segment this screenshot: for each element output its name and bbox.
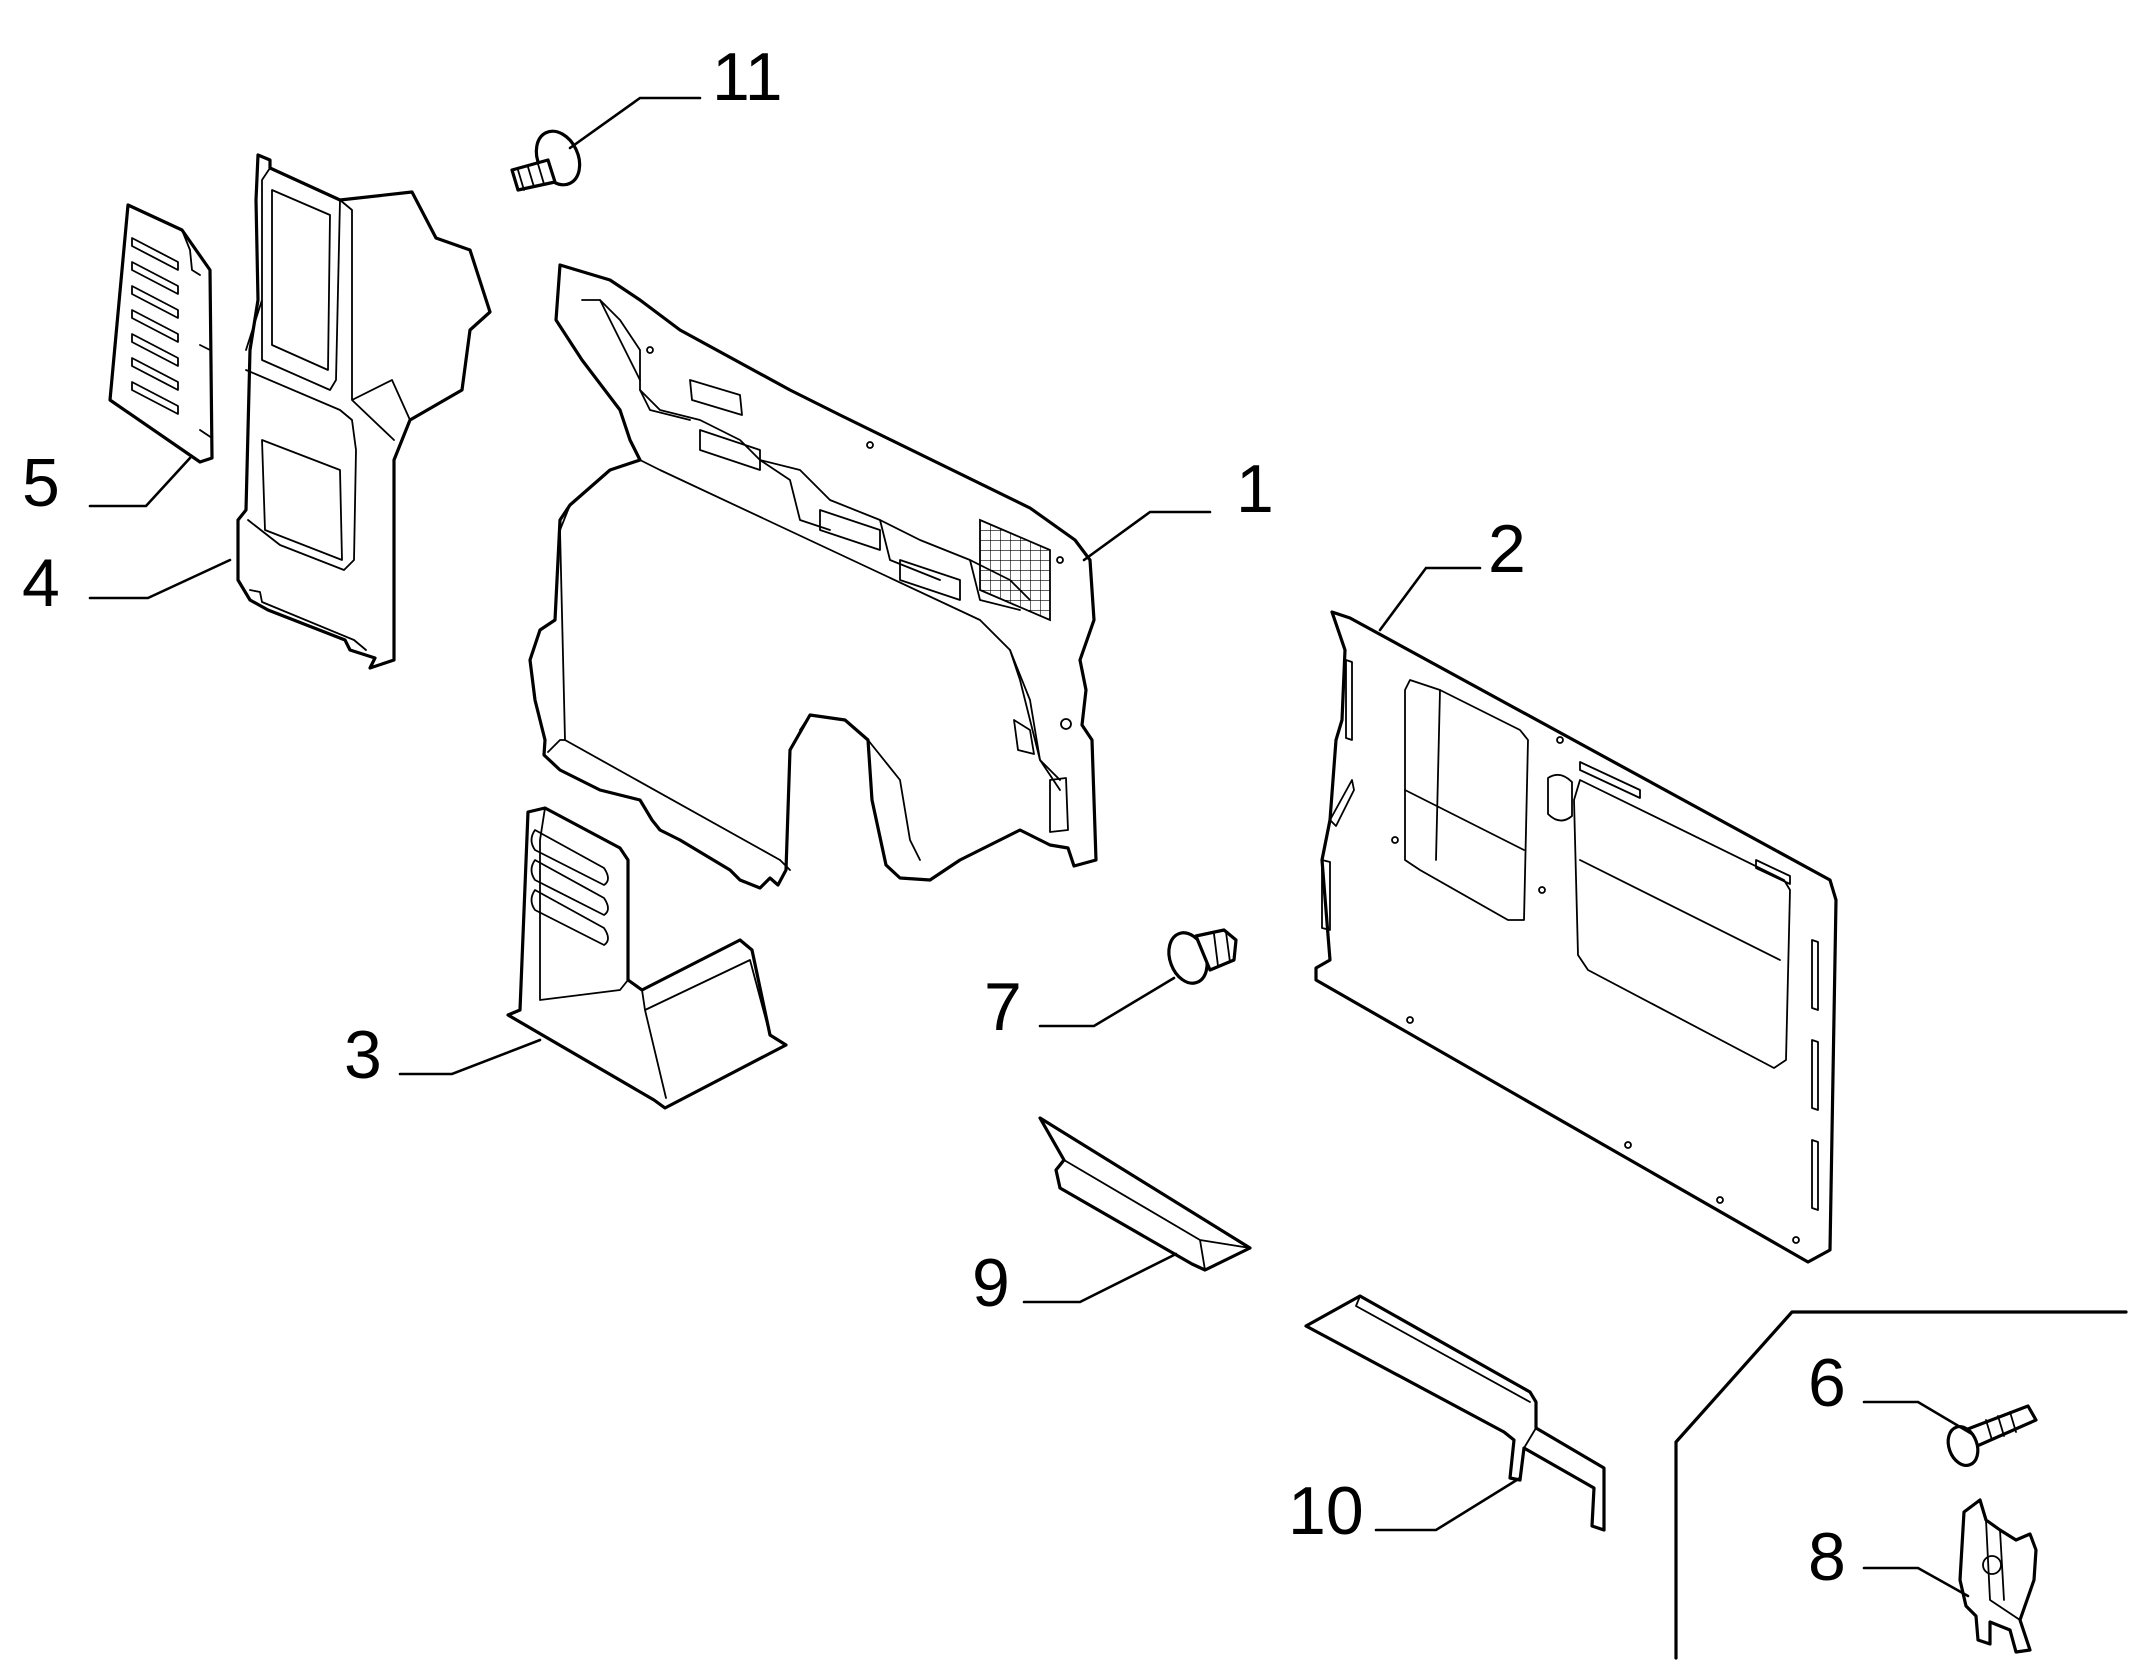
leader-1 — [1082, 510, 1212, 562]
callout-4: 4 — [22, 545, 60, 621]
leader-9 — [1022, 1252, 1178, 1304]
leader-10 — [1374, 1476, 1522, 1532]
callout-5: 5 — [22, 445, 60, 521]
callout-8: 8 — [1808, 1519, 1846, 1595]
callout-1: 1 — [1236, 451, 1274, 527]
callout-11: 11 — [712, 39, 783, 115]
leader-3 — [398, 1038, 542, 1076]
leader-4 — [88, 558, 232, 600]
callout-2: 2 — [1488, 511, 1526, 587]
callout-6: 6 — [1808, 1345, 1846, 1421]
part-4-pillar-trim[interactable] — [236, 153, 492, 670]
callout-10: 10 — [1288, 1473, 1364, 1549]
part-2-large-side-panel[interactable] — [1314, 610, 1838, 1264]
leader-7 — [1038, 976, 1176, 1028]
inset-frame — [1674, 1310, 2128, 1660]
leader-2 — [1378, 566, 1482, 632]
callout-9: 9 — [972, 1245, 1010, 1321]
part-8-bracket[interactable] — [1958, 1498, 2038, 1654]
part-6-bolt[interactable] — [1943, 1404, 2038, 1470]
grille-slats — [131, 237, 179, 415]
part-3-wheelarch-cover[interactable] — [506, 806, 788, 1110]
callout-3: 3 — [344, 1017, 382, 1093]
callout-7: 7 — [984, 969, 1022, 1045]
leader-11 — [568, 96, 702, 150]
part-9-sill-strip[interactable] — [1038, 1116, 1252, 1272]
leader-5 — [88, 456, 192, 508]
leader-8 — [1862, 1566, 1970, 1598]
part-1-side-panel[interactable] — [528, 263, 1098, 890]
part-5-vent-grille[interactable] — [108, 203, 214, 464]
callout-labels: 11 1 2 5 4 3 7 9 10 6 8 — [22, 39, 1846, 1595]
part-7-push-clip[interactable] — [1162, 927, 1238, 988]
leader-6 — [1862, 1400, 1974, 1436]
part-11-screw[interactable] — [510, 124, 588, 192]
leader-lines — [88, 96, 1974, 1598]
part-10-step-profile[interactable] — [1304, 1294, 1606, 1532]
